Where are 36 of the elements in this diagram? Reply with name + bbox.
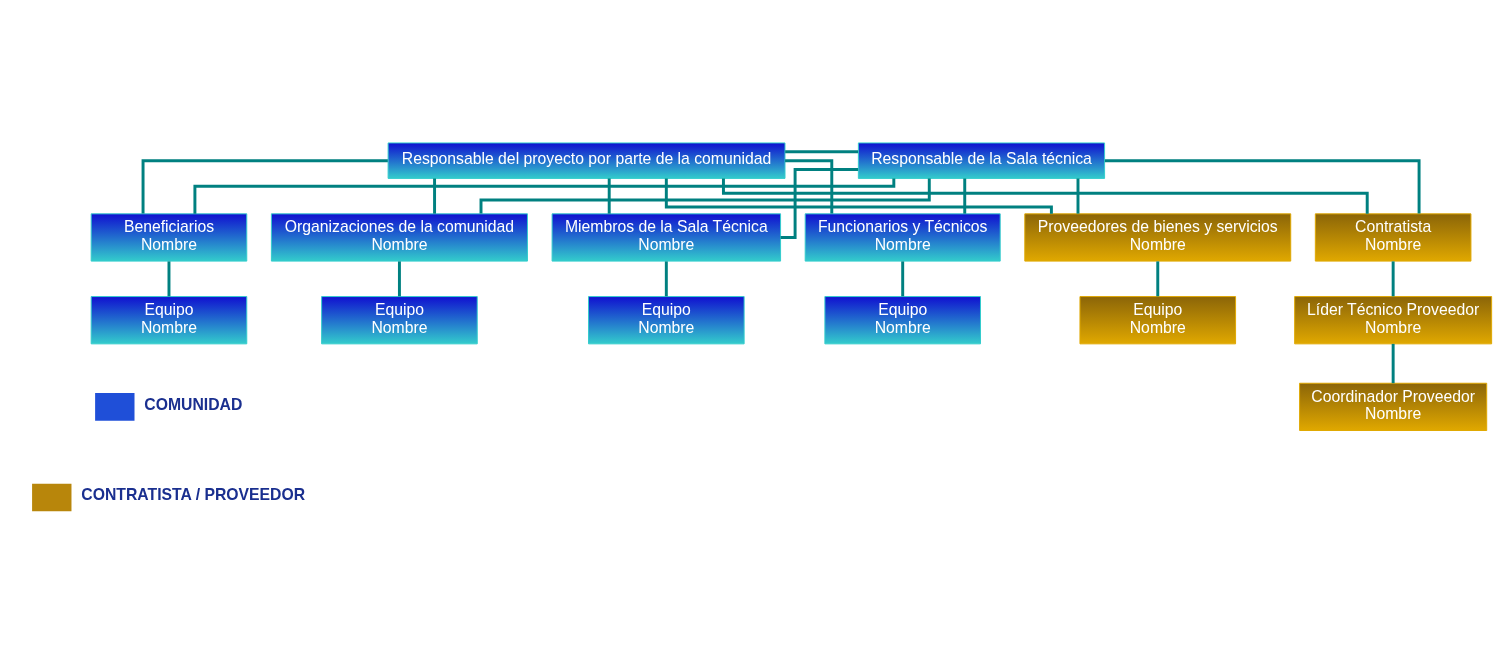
connector (785, 150, 859, 154)
node-box: Proveedores de bienes y servicios Nombre (1024, 213, 1292, 262)
connector (963, 178, 967, 214)
connector (479, 178, 931, 214)
connector (433, 178, 437, 214)
node-box: Funcionarios y Técnicos Nombre (804, 213, 1001, 262)
node-box: Beneficiarios Nombre (90, 213, 248, 262)
connector (607, 178, 611, 214)
connector (141, 159, 388, 214)
connector (167, 261, 171, 297)
node-box: Organizaciones de la comunidad Nombre (270, 213, 528, 262)
connector (1391, 343, 1395, 384)
connector (1076, 178, 1080, 214)
connector (1156, 261, 1160, 297)
node-box: Coordinador Proveedor Nombre (1299, 382, 1488, 431)
connector (780, 168, 859, 239)
connector (1391, 261, 1395, 297)
connector (193, 178, 896, 214)
connector (785, 159, 834, 214)
connector (901, 261, 905, 297)
node-box: Responsable de la Sala técnica (857, 142, 1106, 179)
connector (664, 178, 1053, 214)
node-box: Equipo Nombre (90, 296, 248, 345)
legend-label: COMUNIDAD (144, 395, 243, 413)
node-box: Equipo Nombre (1079, 296, 1237, 345)
node-box: Responsable del proyecto por parte de la comunidad (387, 142, 786, 179)
node-box: Miembros de la Sala Técnica Nombre (551, 213, 782, 262)
node-box: Líder Técnico Proveedor Nombre (1294, 296, 1493, 345)
connector (664, 261, 668, 297)
node-box: Equipo Nombre (588, 296, 745, 345)
legend-label: CONTRATISTA / PROVEEDOR (81, 486, 306, 504)
node-box: Equipo Nombre (321, 296, 478, 345)
connector (397, 261, 401, 297)
node-box: Contratista Nombre (1314, 213, 1472, 262)
node-box: Equipo Nombre (824, 296, 981, 345)
connector (1104, 159, 1421, 214)
